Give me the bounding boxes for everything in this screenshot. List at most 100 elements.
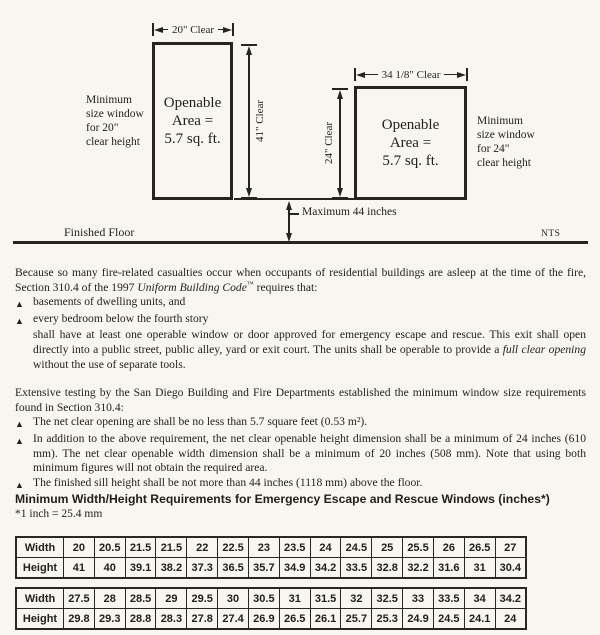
table-cell: 27.4 bbox=[217, 608, 249, 630]
area-label-line: Area = bbox=[171, 113, 214, 129]
floor-line bbox=[13, 241, 588, 244]
table-cell: 26.9 bbox=[247, 608, 280, 630]
dimension-line bbox=[288, 210, 290, 233]
dimension-tick bbox=[332, 88, 348, 90]
bullet-item: ▲ The net clear opening are shall be no … bbox=[15, 415, 586, 432]
table-cell: 21.5 bbox=[124, 536, 157, 558]
dimension-text: 34 1/8" Clear bbox=[381, 68, 441, 81]
bullet-text: In addition to the above requirement, th… bbox=[33, 431, 586, 475]
bullet-item: ▲ In addition to the above requirement, … bbox=[15, 432, 586, 476]
table-cell: 24.1 bbox=[463, 608, 496, 630]
triangle-bullet-icon: ▲ bbox=[15, 419, 24, 430]
dimension-text: 20" Clear bbox=[171, 23, 215, 36]
trademark-symbol: ™ bbox=[246, 279, 254, 288]
table-cell: 29.5 bbox=[186, 587, 219, 609]
paragraph-text: shall have at least one operable window … bbox=[33, 328, 586, 356]
triangle-bullet-icon: ▲ bbox=[15, 479, 24, 490]
row-label-cell: Height bbox=[15, 557, 64, 579]
dimension-line bbox=[163, 28, 168, 31]
table-cell: 38.2 bbox=[155, 557, 188, 579]
dimension-tick bbox=[241, 44, 257, 46]
sill-line bbox=[234, 198, 356, 200]
right-window-area-label: Openable Area = 5.7 sq. ft. bbox=[382, 116, 439, 170]
triangle-bullet-icon: ▲ bbox=[15, 435, 24, 446]
left-window-outline: Openable Area = 5.7 sq. ft. bbox=[152, 42, 233, 200]
paragraph-text: requires that: bbox=[253, 280, 318, 294]
triangle-bullet-icon: ▲ bbox=[15, 299, 24, 310]
left-window-width-dimension: 20" Clear bbox=[152, 23, 234, 36]
table-cell: 24 bbox=[494, 608, 527, 630]
table-cell: 24.5 bbox=[340, 536, 373, 558]
dimension-line bbox=[218, 28, 223, 31]
bullet-text: every bedroom below the fourth story bbox=[33, 311, 209, 325]
caption-line: size window bbox=[477, 129, 535, 141]
arrow-down-icon bbox=[337, 188, 343, 197]
table-cell: 27.5 bbox=[63, 587, 95, 609]
table-cell: 25.5 bbox=[402, 536, 434, 558]
table-cell: 25 bbox=[371, 536, 404, 558]
table-cell: 37.3 bbox=[186, 557, 219, 579]
table-cell: 32 bbox=[340, 587, 373, 609]
finished-floor-label: Finished Floor bbox=[64, 225, 135, 239]
row-label-cell: Height bbox=[15, 608, 64, 630]
arrow-up-icon bbox=[286, 201, 292, 210]
table-cell: 30.5 bbox=[247, 587, 280, 609]
table-cell: 36.5 bbox=[217, 557, 249, 579]
table-cell: 31.6 bbox=[432, 557, 465, 579]
arrow-down-icon bbox=[286, 233, 292, 242]
dimension-tick bbox=[466, 68, 468, 81]
body-text: Because so many fire-related casualties … bbox=[15, 266, 586, 492]
table-cell: 32.8 bbox=[371, 557, 404, 579]
row-label-cell: Width bbox=[15, 587, 64, 609]
table-cell: 29.3 bbox=[93, 608, 126, 630]
caption-line: clear height bbox=[477, 157, 531, 169]
arrow-left-icon bbox=[356, 71, 365, 78]
caption-line: clear height bbox=[86, 136, 140, 148]
code-title-italic: Uniform Building Code bbox=[137, 280, 247, 294]
arrow-up-icon bbox=[337, 90, 343, 99]
dimension-tick bbox=[152, 23, 154, 36]
table-section-title: Minimum Width/Height Requirements for Em… bbox=[15, 492, 550, 506]
dimension-tick bbox=[354, 68, 356, 81]
table-cell: 39.1 bbox=[124, 557, 157, 579]
table-cell: 27 bbox=[494, 536, 527, 558]
table-cell: 26.5 bbox=[278, 608, 311, 630]
table-cell: 29 bbox=[155, 587, 188, 609]
area-label-line: 5.7 sq. ft. bbox=[164, 131, 221, 147]
left-window-area-label: Openable Area = 5.7 sq. ft. bbox=[164, 94, 221, 148]
triangle-bullet-icon: ▲ bbox=[15, 315, 24, 326]
arrow-up-icon bbox=[246, 46, 252, 55]
area-label-line: Openable bbox=[163, 95, 222, 111]
table-cell: 33.5 bbox=[432, 587, 465, 609]
dimension-line bbox=[365, 73, 378, 76]
table-unit-note: *1 inch = 25.4 mm bbox=[15, 508, 103, 520]
table-cell: 30 bbox=[217, 587, 249, 609]
table-cell: 28.8 bbox=[124, 608, 157, 630]
arrow-right-icon bbox=[457, 71, 466, 78]
table-cell: 23.5 bbox=[278, 536, 311, 558]
table-cell: 34.2 bbox=[309, 557, 342, 579]
area-label-line: 5.7 sq. ft. bbox=[382, 153, 439, 169]
table-cell: 41 bbox=[63, 557, 95, 579]
dimension-tick bbox=[232, 23, 234, 36]
table-cell: 34.9 bbox=[278, 557, 311, 579]
table-cell: 28.3 bbox=[155, 608, 188, 630]
table-cell: 20 bbox=[63, 536, 95, 558]
bullet-text: The finished sill height shall be not mo… bbox=[33, 475, 423, 489]
table-cell: 22 bbox=[186, 536, 219, 558]
dimension-line bbox=[248, 55, 250, 188]
table-cell: 35.7 bbox=[247, 557, 280, 579]
table-cell: 26.5 bbox=[463, 536, 496, 558]
leader-line bbox=[290, 213, 299, 215]
intro-paragraph: Because so many fire-related casualties … bbox=[15, 266, 586, 295]
arrow-down-icon bbox=[246, 188, 252, 197]
bullet-text: The net clear opening are shall be no le… bbox=[33, 415, 368, 429]
arrow-right-icon bbox=[223, 26, 232, 33]
table-cell: 34 bbox=[463, 587, 496, 609]
table-cell: 27.8 bbox=[186, 608, 219, 630]
right-window-caption: Minimum size window for 24" clear height bbox=[477, 114, 535, 170]
